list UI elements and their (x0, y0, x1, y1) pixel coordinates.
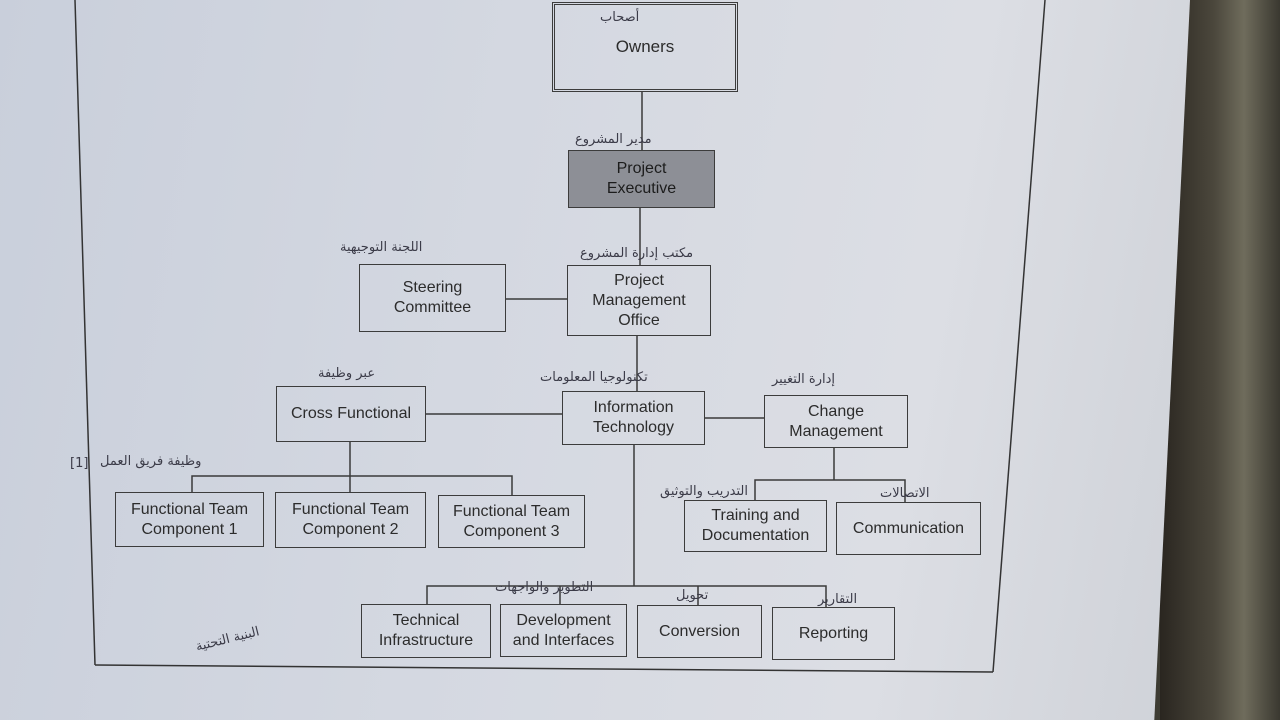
connector-functional-bus (191, 475, 513, 495)
node-technical-infrastructure: Technical Infrastructure (361, 604, 491, 658)
node-functional-team-component-2: Functional Team Component 2 (275, 492, 426, 548)
frame-right-border (992, 0, 1046, 673)
annotation-steering-committee: اللجنة التوجيهية (340, 240, 423, 255)
annotation-functional-team-marker: [1] (70, 456, 89, 471)
annotation-project-executive: مدير المشروع (575, 132, 652, 147)
node-information-technology: Information Technology (562, 391, 705, 445)
node-functional-team-component-1: Functional Team Component 1 (115, 492, 264, 547)
annotation-change-management: إدارة التغيير (772, 372, 836, 387)
node-communication: Communication (836, 502, 981, 555)
annotation-communication: الاتصالات (880, 486, 930, 501)
connector-it-bus (426, 585, 827, 607)
node-conversion: Conversion (637, 605, 762, 658)
annotation-conversion: تحويل (676, 588, 709, 603)
node-training-documentation: Training and Documentation (684, 500, 827, 552)
annotation-reporting: التقارير (818, 592, 858, 607)
annotation-cross-functional: عبر وظيفة (318, 366, 376, 381)
node-steering-committee: Steering Committee (359, 264, 506, 332)
annotation-development: التطوير والواجهات (495, 580, 594, 595)
node-project-management-office: Project Management Office (567, 265, 711, 336)
frame-left-border (74, 0, 96, 666)
node-reporting: Reporting (772, 607, 895, 660)
paper-sheet (0, 0, 1190, 720)
node-change-management: Change Management (764, 395, 908, 448)
node-owners: Owners (552, 2, 738, 92)
node-functional-team-component-3: Functional Team Component 3 (438, 495, 585, 548)
annotation-training: التدريب والتوثيق (660, 484, 748, 499)
connector-change-bus (754, 479, 906, 502)
node-cross-functional: Cross Functional (276, 386, 426, 442)
node-project-executive: Project Executive (568, 150, 715, 208)
annotation-owners: أصحاب (600, 10, 640, 25)
node-development-interfaces: Development and Interfaces (500, 604, 627, 657)
frame-bottom-border (94, 664, 994, 673)
annotation-functional-team: وظيفة فريق العمل (100, 454, 202, 469)
annotation-information-technology: تكنولوجيا المعلومات (540, 370, 648, 385)
annotation-pmo: مكتب إدارة المشروع (580, 246, 694, 261)
